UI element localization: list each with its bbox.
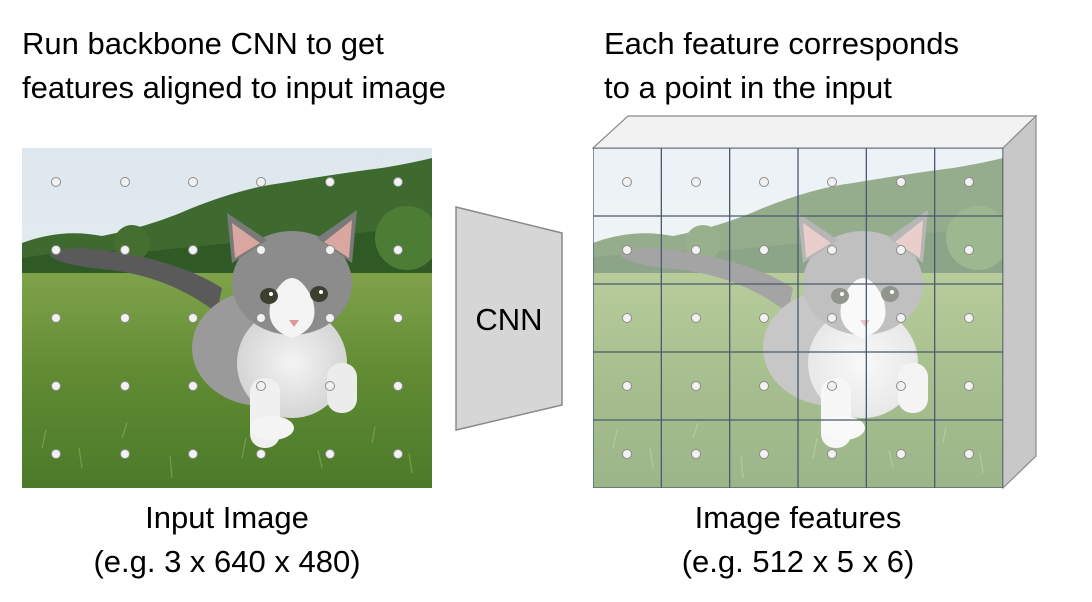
input-sample-dot [392,245,403,255]
input-sample-dot [119,313,130,323]
input-sample-dot [324,381,335,391]
input-sample-dot [51,245,62,255]
input-sample-dot [51,449,62,459]
input-sample-dot [51,177,62,187]
feature-dot [963,449,974,459]
input-sample-dot [256,313,267,323]
feature-dot [690,381,701,391]
features-label: Image features (e.g. 512 x 5 x 6) [593,496,1003,584]
feature-dot [622,449,633,459]
feature-dot [963,245,974,255]
feature-dot [622,177,633,187]
feature-dot [963,381,974,391]
feature-dot [622,313,633,323]
input-sample-dot [392,177,403,187]
input-label: Input Image (e.g. 3 x 640 x 480) [22,496,432,584]
feature-dot [827,313,838,323]
input-sample-dot [324,245,335,255]
left-caption-line2: features aligned to input image [22,70,446,105]
input-sample-dot [392,381,403,391]
input-sample-dot [256,449,267,459]
feature-dot [827,449,838,459]
features-label-line1: Image features [694,500,902,535]
right-caption: Each feature corresponds to a point in t… [604,22,959,110]
input-sample-dot [324,177,335,187]
feature-front-face [593,148,1003,488]
input-sample-dot [119,449,130,459]
feature-dot [758,245,769,255]
input-sample-dot [51,313,62,323]
feature-dot [963,177,974,187]
cnn-label: CNN [475,302,543,337]
input-sample-dot [51,381,62,391]
feature-dot [895,245,906,255]
volume-side-face [1002,114,1037,490]
input-sample-dot [187,177,198,187]
feature-dot [895,381,906,391]
features-label-line2: (e.g. 512 x 5 x 6) [681,544,915,579]
input-sample-dot [187,381,198,391]
input-sample-dot [187,245,198,255]
input-sample-dot [256,245,267,255]
feature-dot [622,381,633,391]
right-caption-line2: to a point in the input [604,70,892,105]
feature-dot [758,313,769,323]
feature-dot [827,245,838,255]
input-sample-dot [119,381,130,391]
volume-top-face [591,115,1038,149]
input-sample-dot [187,449,198,459]
right-caption-line1: Each feature corresponds [604,26,959,61]
feature-dot [963,313,974,323]
left-caption: Run backbone CNN to get features aligned… [22,22,446,110]
feature-dot [758,449,769,459]
input-sample-dot [119,177,130,187]
input-sample-dot [256,177,267,187]
input-label-line2: (e.g. 3 x 640 x 480) [93,544,361,579]
feature-dot [895,449,906,459]
input-sample-dot [324,313,335,323]
input-sample-dot [392,313,403,323]
left-caption-line1: Run backbone CNN to get [22,26,384,61]
feature-dot [690,177,701,187]
input-label-line1: Input Image [145,500,309,535]
input-image [22,148,432,488]
input-sample-dot [256,381,267,391]
feature-dot [827,381,838,391]
feature-dot [827,177,838,187]
feature-grid [593,148,1003,488]
input-sample-dot [119,245,130,255]
feature-dot [690,245,701,255]
feature-dot [690,449,701,459]
input-sample-dot [324,449,335,459]
feature-dot [622,245,633,255]
feature-dot [895,177,906,187]
input-sample-dot [392,449,403,459]
feature-dot [690,313,701,323]
input-sample-dot [187,313,198,323]
feature-dot [758,381,769,391]
feature-dot [895,313,906,323]
feature-dot [758,177,769,187]
